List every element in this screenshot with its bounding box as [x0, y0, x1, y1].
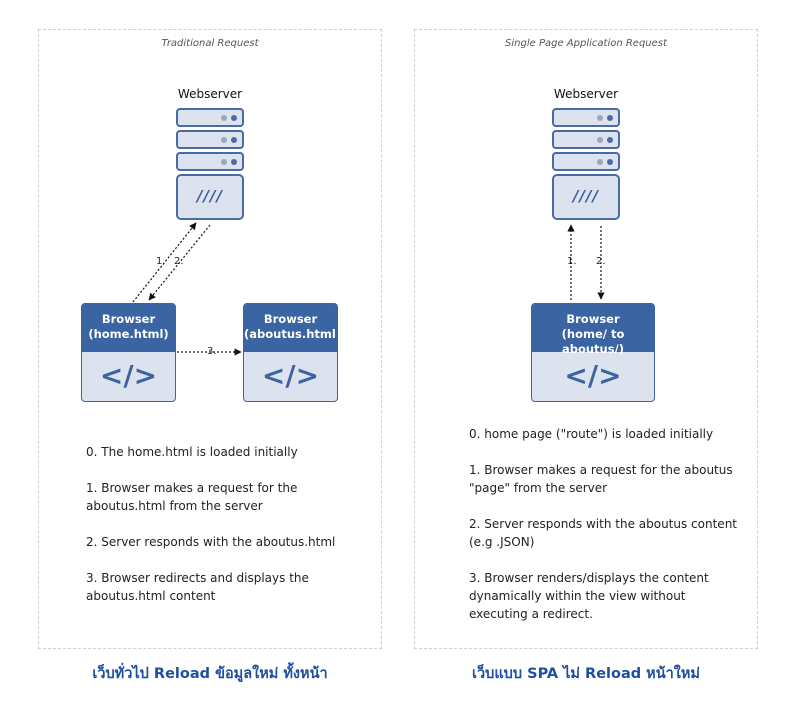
code-icon: </>	[99, 359, 158, 392]
traditional-steps: 0. The home.html is loaded initially 1. …	[86, 443, 356, 623]
browser-home-title: Browser (home.html)	[82, 304, 175, 352]
arrow-label-2: 2.	[596, 256, 606, 267]
browser-home-box: Browser (home.html) </>	[81, 303, 176, 402]
browser-about-box: Browser (aboutus.html) </>	[243, 303, 338, 402]
webserver-label: Webserver	[177, 87, 243, 101]
traditional-request-panel: Traditional Request	[38, 29, 382, 649]
step-1: 1. Browser makes a request for the about…	[469, 463, 733, 495]
spa-caption: เว็บแบบ SPA ไม่ Reload หน้าใหม่	[472, 666, 700, 682]
step-1: 1. Browser makes a request for the about…	[86, 481, 298, 513]
step-2: 2. Server responds with the aboutus.html	[86, 535, 336, 549]
spa-steps: 0. home page ("route") is loaded initial…	[469, 425, 739, 641]
panel-title: Traditional Request	[161, 38, 259, 49]
arrow-response	[148, 224, 211, 301]
webserver-icon: ////	[552, 108, 620, 220]
arrow-label-1: 1.	[156, 256, 166, 267]
step-3: 3. Browser renders/displays the content …	[469, 571, 709, 621]
webserver-label: Webserver	[553, 87, 619, 101]
browser-spa-title: Browser (home/ to aboutus/)	[532, 304, 654, 356]
webserver-icon: ////	[176, 108, 244, 220]
code-icon: </>	[261, 359, 320, 392]
arrow-request	[132, 222, 197, 303]
step-2: 2. Server responds with the aboutus cont…	[469, 517, 738, 549]
panel-title: Single Page Application Request	[505, 38, 667, 49]
step-3: 3. Browser redirects and displays the ab…	[86, 571, 309, 603]
browser-about-title: Browser (aboutus.html)	[244, 304, 337, 352]
arrow-label-3: 3.	[204, 346, 220, 357]
step-0: 0. home page ("route") is loaded initial…	[469, 427, 714, 441]
browser-spa-box: Browser (home/ to aboutus/) </>	[531, 303, 655, 402]
code-icon: </>	[564, 359, 622, 392]
arrow-label-2: 2.	[174, 256, 184, 267]
step-0: 0. The home.html is loaded initially	[86, 445, 298, 459]
arrow-label-1: 1.	[567, 256, 577, 267]
traditional-caption: เว็บทั่วไป Reload ข้อมูลใหม่ ทั้งหน้า	[92, 666, 328, 682]
spa-request-panel: Single Page Application Request	[414, 29, 758, 649]
